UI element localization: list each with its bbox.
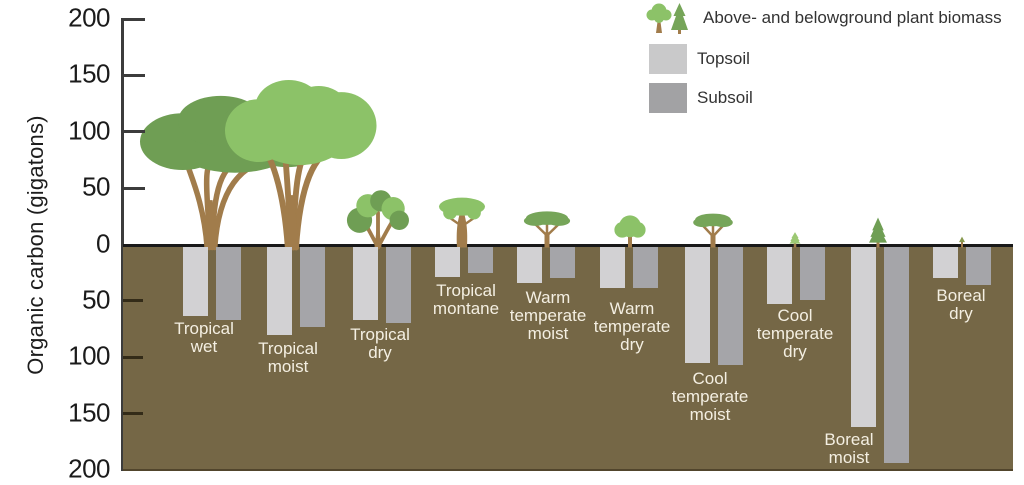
tick-label: 50 (82, 284, 110, 315)
biomass-tree (693, 213, 733, 248)
tick-label: 100 (68, 115, 110, 146)
tick-mark (123, 17, 145, 21)
biomass-tree (959, 236, 965, 248)
topsoil-bar (600, 247, 625, 289)
legend-biomass-label: Above- and belowground plant biomass (703, 8, 1002, 27)
tick-mark (123, 355, 143, 359)
biomass-tree (439, 197, 485, 248)
topsoil-bar (435, 247, 460, 278)
topsoil-bar (685, 247, 710, 363)
biomass-tree (614, 215, 646, 248)
biomass-tree (523, 211, 571, 248)
tick-mark (123, 130, 145, 134)
topsoil-bar (267, 247, 292, 335)
subsoil-bar (633, 247, 658, 289)
subsoil-bar (966, 247, 991, 286)
y-axis-line (121, 18, 124, 471)
tick-mark (123, 186, 145, 190)
tick-label: 50 (82, 171, 110, 202)
tick-mark (123, 412, 143, 416)
topsoil-bar (933, 247, 958, 279)
subsoil-bar (300, 247, 325, 327)
legend-subsoil-swatch (649, 83, 687, 113)
topsoil-bar (851, 247, 876, 428)
biomass-tree (869, 217, 887, 248)
biomass-tree (789, 232, 801, 248)
legend-tree-icon (646, 3, 688, 34)
tick-mark (123, 73, 145, 77)
tick-label: 0 (96, 227, 110, 258)
topsoil-bar (517, 247, 542, 283)
subsoil-bar (216, 247, 241, 320)
tick-label: 200 (68, 453, 110, 484)
subsoil-bar (550, 247, 575, 279)
topsoil-bar (767, 247, 792, 305)
legend-topsoil-swatch (649, 44, 687, 74)
legend-subsoil-label: Subsoil (697, 88, 753, 107)
subsoil-bar (800, 247, 825, 300)
tick-label: 100 (68, 340, 110, 371)
topsoil-bar (183, 247, 208, 316)
topsoil-bar (353, 247, 378, 320)
biomass-tree (346, 190, 409, 250)
subsoil-bar (468, 247, 493, 273)
subsoil-bar (718, 247, 743, 366)
tick-label: 150 (68, 58, 110, 89)
subsoil-bar (884, 247, 909, 464)
biomass-tree (225, 79, 377, 251)
tick-mark (123, 299, 143, 303)
subsoil-bar (386, 247, 411, 324)
legend-topsoil-label: Topsoil (697, 49, 750, 68)
tick-label: 200 (68, 2, 110, 33)
tick-label: 150 (68, 396, 110, 427)
